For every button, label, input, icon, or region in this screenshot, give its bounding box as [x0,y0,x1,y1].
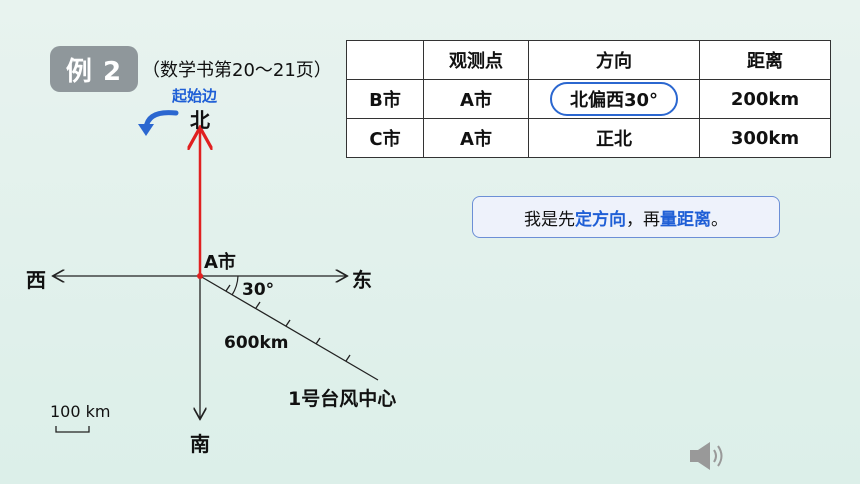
typhoon-direction-ray [199,275,379,381]
scale-label: 100 km [50,402,111,421]
table-row: B市 A市 北偏西30° 200km [346,79,831,119]
west-label: 西 [26,268,46,292]
observation-table: 观测点 方向 距离 B市 A市 北偏西30° 200km C市 A市 正北 30… [346,40,831,158]
bubble-text: 我是先 [524,209,575,230]
distance-ticks [225,284,351,362]
table-cell: 正北 [528,118,700,158]
origin-label: A市 [204,252,236,273]
highlighted-direction: 北偏西30° [549,82,679,116]
table-cell: 北偏西30° [528,79,700,119]
table-header-cell: 观测点 [423,40,529,80]
scale-bar [55,426,90,433]
typhoon-center-label: 1号台风中心 [288,388,397,410]
start-side-label: 起始边 [172,87,218,105]
example-badge: 例 2 [50,46,138,92]
table-header-cell: 距离 [699,40,831,80]
table-header-cell [346,40,424,80]
bubble-highlight: 定方向 [575,209,626,230]
bubble-text: ，再 [626,209,660,230]
angle-label: 30° [242,280,275,300]
table-header-row: 观测点 方向 距离 [346,40,831,80]
table-cell: 300km [699,118,831,158]
speech-bubble: 我是先定方向，再量距离。 [472,196,780,238]
rotate-arrow-icon [138,110,179,136]
speaker-icon[interactable] [690,442,723,470]
angle-arc [231,275,239,296]
table-cell: 200km [699,79,831,119]
distance-label: 600km [224,333,289,353]
bubble-text: 。 [711,209,728,230]
table-cell: A市 [423,79,529,119]
east-label: 东 [352,268,372,292]
book-reference: （数学书第20～21页） [142,60,332,81]
origin-point [197,273,203,279]
table-header-cell: 方向 [528,40,700,80]
bubble-highlight: 量距离 [660,209,711,230]
south-label: 南 [190,432,210,456]
north-label: 北 [190,108,210,132]
table-cell: A市 [423,118,529,158]
table-row: C市 A市 正北 300km [346,118,831,158]
table-cell: B市 [346,79,424,119]
table-cell: C市 [346,118,424,158]
